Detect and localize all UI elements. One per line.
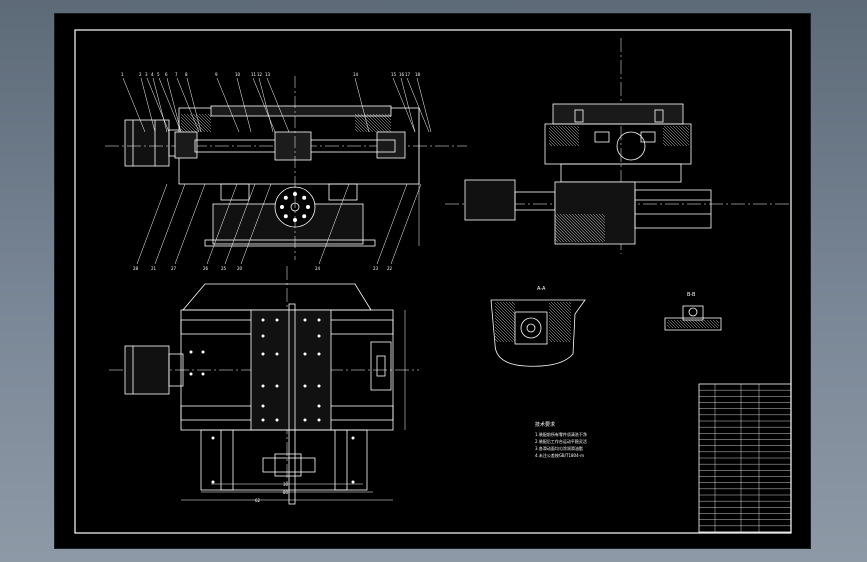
balloon-number: 21 [151,266,157,271]
balloon-number: 24 [315,266,321,271]
section-label-a: A-A [537,286,546,292]
balloon-number: 3 [145,72,148,77]
notes-heading: 技术要求 [535,421,555,428]
balloon-number: 4 [151,72,154,77]
side-motor [464,179,516,221]
balloon-number: 18 [415,72,421,77]
balloon-number: 11 [251,72,257,77]
dim-80: 80 [283,490,289,495]
note-line-2: 2.装配后工作台运动平稳灵活 [535,438,587,444]
balloon-number: 17 [405,72,411,77]
section-a-a [490,299,586,367]
balloon-number: 16 [399,72,405,77]
balloon-number: 6 [165,72,168,77]
balloon-number: 12 [257,72,263,77]
front-section-view [105,76,467,265]
plan-view [109,266,419,505]
balloon-number: 15 [391,72,397,77]
dim-30: 30 [283,482,289,487]
motor-body [124,119,170,167]
balloon-number: 5 [157,72,160,77]
balloon-number: 1 [121,72,124,77]
balloon-number: 2 [139,72,142,77]
side-section-view [445,38,791,254]
section-label-b: B-B [687,292,696,298]
balloon-number: 26 [203,266,209,271]
plan-motor [124,345,170,395]
balloon-number: 22 [387,266,393,271]
dim-62: 62 [255,498,261,503]
balloon-number: 14 [353,72,359,77]
note-line-3: 3.各滑动面均匀涂润滑油脂 [535,445,583,451]
balloon-number: 9 [215,72,218,77]
balloon-number: 13 [265,72,271,77]
balloon-number: 20 [237,266,243,271]
balloon-number: 7 [175,72,178,77]
title-block [698,383,792,533]
section-b-b [664,305,722,331]
note-line-1: 1.装配前所有零件须清洗干净 [535,431,587,437]
note-line-4: 4.未注公差按GB/T1804-m [535,452,584,458]
balloon-number: 25 [221,266,227,271]
balloon-number: 27 [171,266,177,271]
sheet-border [74,29,792,534]
balloon-number: 8 [185,72,188,77]
balloon-number: 23 [373,266,379,271]
balloon-number: 10 [235,72,241,77]
balloon-number: 28 [133,266,139,271]
